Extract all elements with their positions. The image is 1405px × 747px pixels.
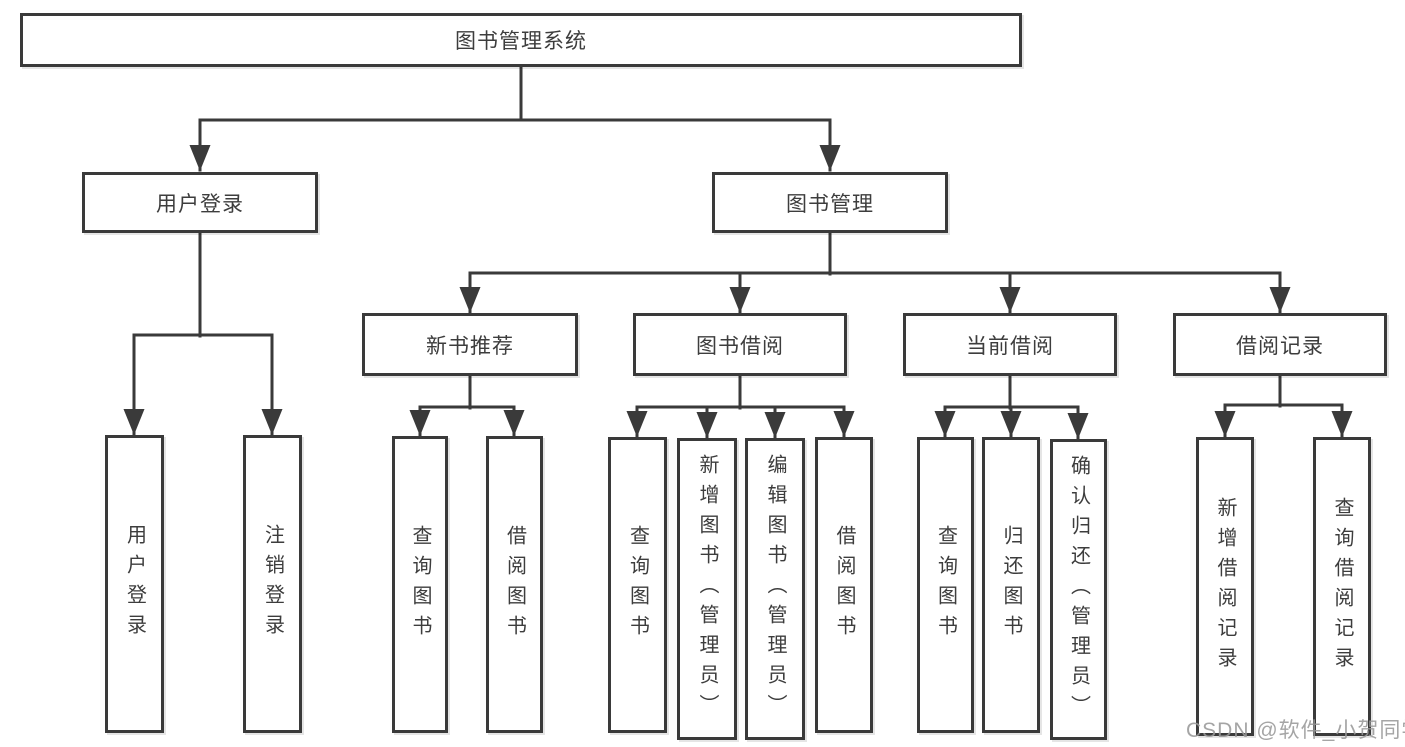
leaf-borrow-books-recommend: 借阅图书: [486, 436, 543, 733]
leaf-add-book-admin: 新增图书（管理员）: [677, 438, 737, 740]
node-book-borrow: 图书借阅: [633, 313, 847, 376]
node-borrow-records: 借阅记录: [1173, 313, 1387, 376]
node-root: 图书管理系统: [20, 13, 1022, 67]
leaf-add-borrow-record: 新增借阅记录: [1196, 437, 1254, 736]
leaf-user-login: 用户登录: [105, 435, 164, 733]
node-book-management: 图书管理: [712, 172, 948, 233]
node-user-login: 用户登录: [82, 172, 318, 233]
leaf-query-borrow-record: 查询借阅记录: [1313, 437, 1371, 736]
leaf-edit-book-admin: 编辑图书（管理员）: [745, 438, 805, 740]
leaf-confirm-return-admin: 确认归还（管理员）: [1050, 439, 1107, 740]
leaf-borrow-books-borrow: 借阅图书: [815, 437, 873, 733]
leaf-logout: 注销登录: [243, 435, 302, 733]
leaf-return-book: 归还图书: [982, 437, 1040, 733]
leaf-query-books-recommend: 查询图书: [392, 436, 448, 733]
leaf-query-books-borrow: 查询图书: [608, 437, 667, 733]
csdn-watermark: CSDN @软件_小贺同学: [1186, 719, 1405, 742]
leaf-query-books-current: 查询图书: [917, 437, 974, 733]
node-new-book-recommend: 新书推荐: [362, 313, 578, 376]
node-current-borrow: 当前借阅: [903, 313, 1117, 376]
